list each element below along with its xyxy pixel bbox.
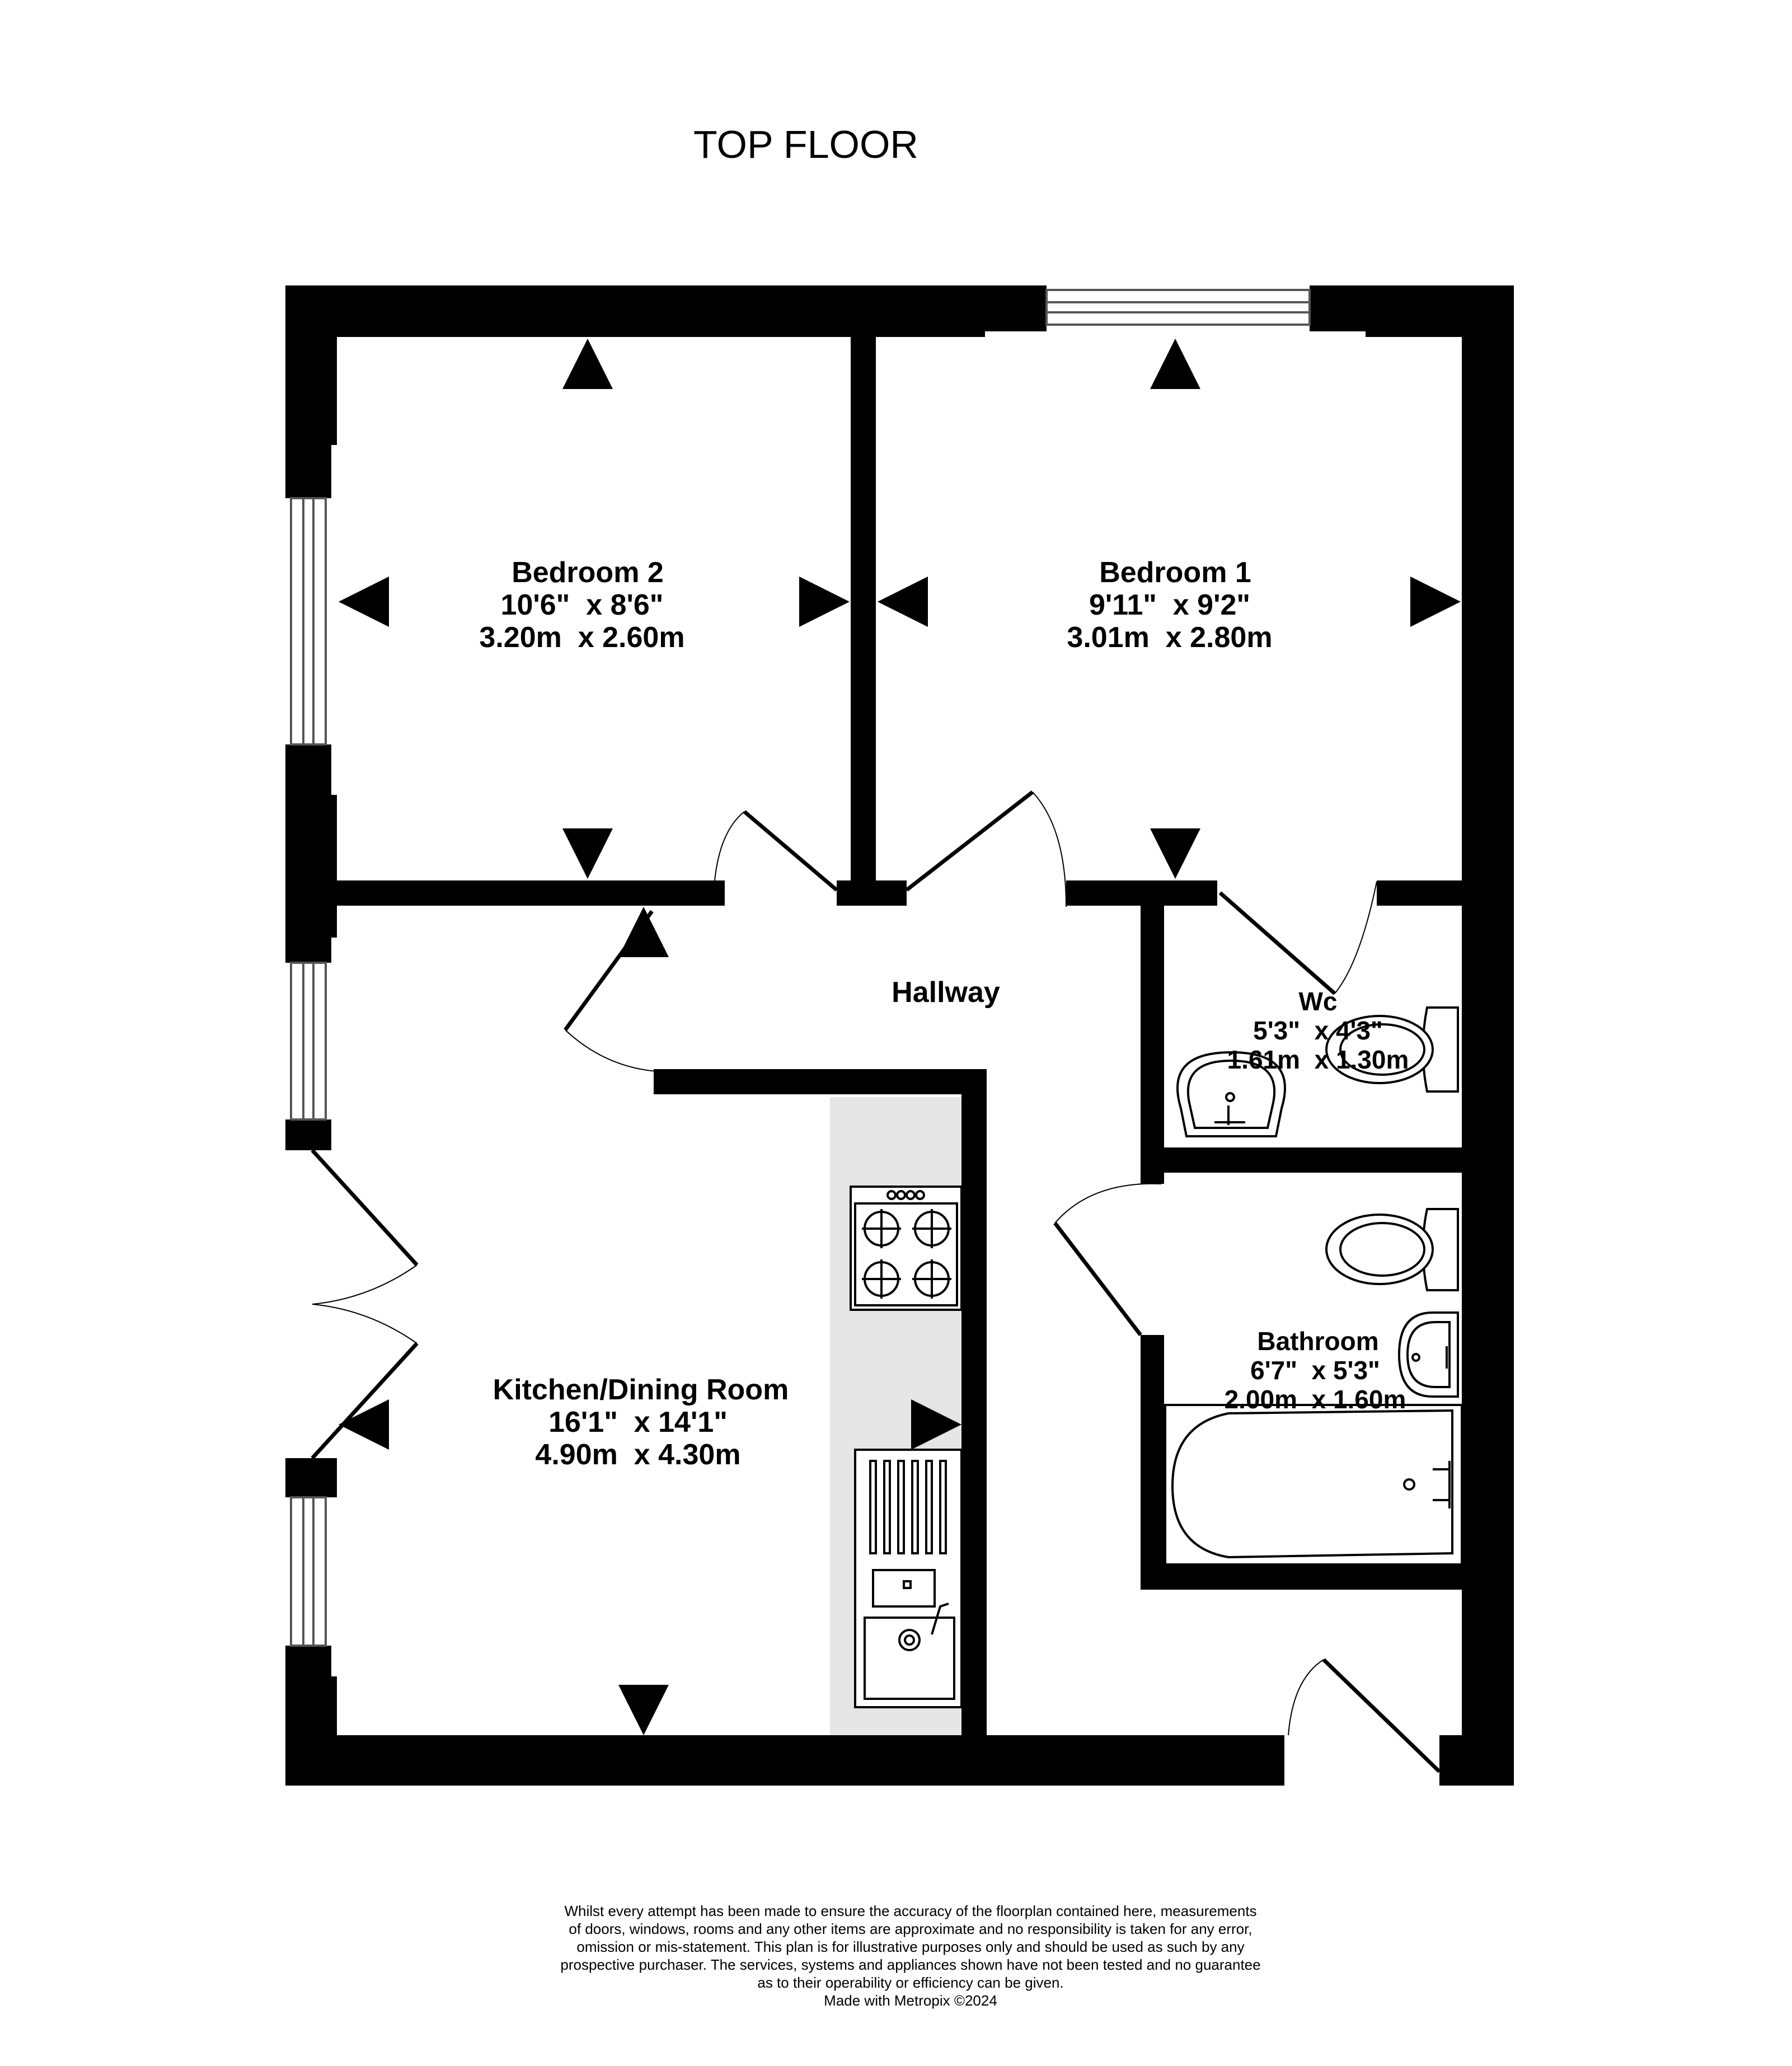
room-size-metric: 3.01m x 2.80m bbox=[1067, 621, 1272, 654]
room-name: Kitchen/Dining Room bbox=[493, 1374, 789, 1406]
room-label-bedroom-2: Bedroom 2 10'6" x 8'6" 3.20m x 2.60m bbox=[479, 556, 684, 654]
room-name: Hallway bbox=[892, 976, 1000, 1009]
room-name: Bedroom 1 bbox=[1099, 556, 1251, 589]
wc-toilet-icon bbox=[1325, 1006, 1459, 1093]
room-size-imperial: 16'1" x 14'1" bbox=[548, 1406, 728, 1439]
room-size-imperial: 10'6" x 8'6" bbox=[501, 589, 664, 621]
room-size-metric: 1.61m x 1.30m bbox=[1227, 1045, 1409, 1074]
room-label-wc: Wc 5'3" x 4'3" 1.61m x 1.30m bbox=[1227, 987, 1409, 1074]
disclaimer-line: as to their operability or efficiency ca… bbox=[757, 1974, 1063, 1991]
disclaimer: Whilst every attempt has been made to en… bbox=[560, 1903, 1260, 2009]
walls bbox=[285, 285, 1514, 1786]
room-name: Bathroom bbox=[1257, 1327, 1378, 1356]
kitchen-sink-icon bbox=[854, 1449, 963, 1708]
room-size-metric: 2.00m x 1.60m bbox=[1225, 1385, 1406, 1414]
floor-title: TOP FLOOR bbox=[693, 123, 918, 166]
hob-icon bbox=[850, 1186, 963, 1311]
room-name: Bedroom 2 bbox=[512, 556, 664, 589]
room-size-metric: 3.20m x 2.60m bbox=[479, 621, 684, 654]
room-size-imperial: 5'3" x 4'3" bbox=[1253, 1016, 1383, 1045]
dimension-arrows bbox=[339, 339, 1461, 1735]
bathroom-toilet-icon bbox=[1325, 1208, 1459, 1291]
metropix-credit: Made with Metropix ©2024 bbox=[824, 1992, 997, 2009]
bathroom-basin-icon bbox=[1397, 1311, 1459, 1398]
doors bbox=[311, 790, 1441, 1773]
bath-icon bbox=[1164, 1404, 1463, 1566]
room-label-bedroom-1: Bedroom 1 9'11" x 9'2" 3.01m x 2.80m bbox=[1067, 556, 1272, 654]
room-label-kitchen-dining: Kitchen/Dining Room 16'1" x 14'1" 4.90m … bbox=[493, 1374, 789, 1471]
room-size-imperial: 6'7" x 5'3" bbox=[1250, 1356, 1380, 1385]
room-size-metric: 4.90m x 4.30m bbox=[535, 1439, 740, 1471]
disclaimer-line: prospective purchaser. The services, sys… bbox=[560, 1956, 1260, 1973]
room-name: Wc bbox=[1299, 987, 1338, 1016]
room-label-hallway: Hallway bbox=[892, 976, 1000, 1009]
wc-basin-icon bbox=[1176, 1051, 1286, 1137]
room-label-bathroom: Bathroom 6'7" x 5'3" 2.00m x 1.60m bbox=[1225, 1327, 1406, 1414]
windows bbox=[290, 289, 1311, 1647]
room-size-imperial: 9'11" x 9'2" bbox=[1089, 589, 1250, 621]
disclaimer-line: of doors, windows, rooms and any other i… bbox=[569, 1920, 1252, 1937]
disclaimer-line: Whilst every attempt has been made to en… bbox=[564, 1903, 1256, 1919]
disclaimer-line: omission or mis-statement. This plan is … bbox=[576, 1938, 1244, 1955]
